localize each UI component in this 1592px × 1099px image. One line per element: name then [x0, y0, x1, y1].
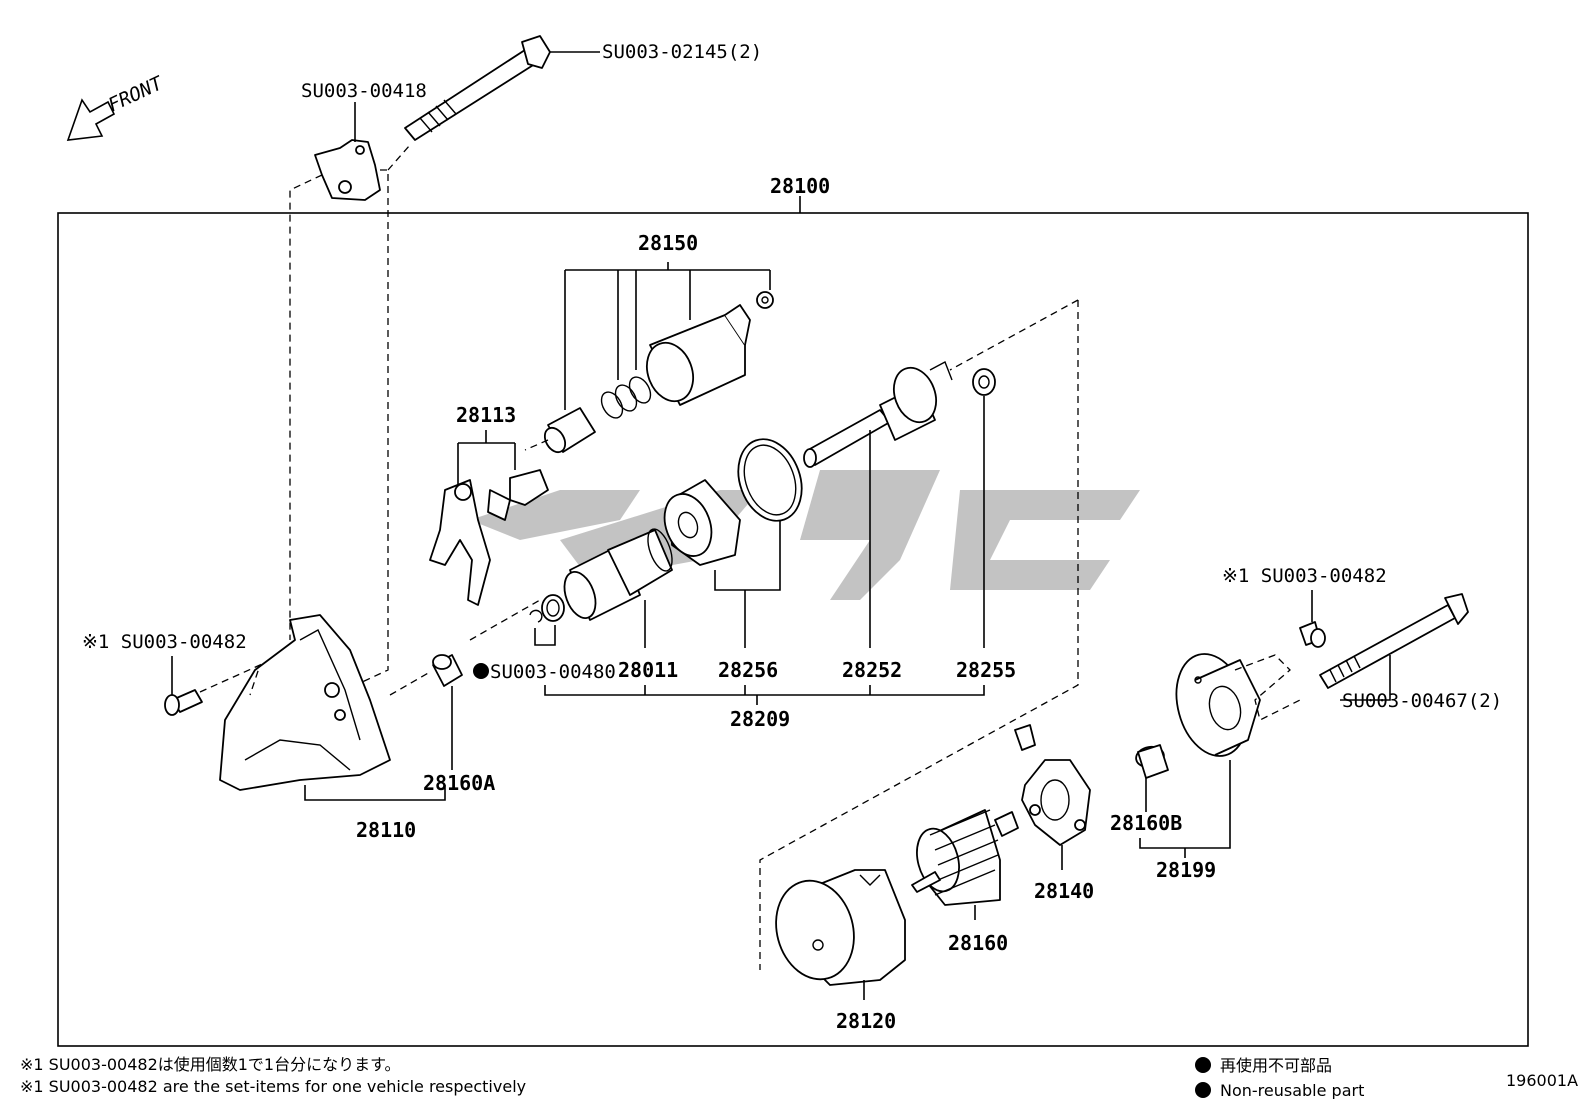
springs: [600, 376, 652, 419]
callout-28110: 28110: [356, 818, 416, 842]
callout-28199: 28199: [1156, 858, 1216, 882]
callout-28160: 28160: [948, 931, 1008, 955]
callout-28209: 28209: [730, 707, 790, 731]
callout-28160b: 28160B: [1110, 811, 1182, 835]
callout-su003-00482-right: ※1 SU003-00482: [1222, 565, 1387, 587]
output-shaft: [803, 361, 953, 468]
callout-28120: 28120: [836, 1009, 896, 1033]
internal-gear-ring: [737, 438, 803, 522]
callout-28256: 28256: [718, 658, 778, 682]
callout-28255: 28255: [956, 658, 1016, 682]
callout-28100: 28100: [770, 174, 830, 198]
front-arrow-icon: [66, 98, 116, 141]
callout-28160a: 28160A: [423, 771, 495, 795]
legend-marker-icon-2: [1195, 1082, 1211, 1098]
rear-bushing: [1135, 744, 1169, 779]
bracket: [314, 139, 381, 201]
brush-holder: [1014, 724, 1091, 846]
front-bushing: [432, 654, 463, 687]
screw-right: [1299, 621, 1326, 648]
callout-su003-00482-left: ※1 SU003-00482: [82, 631, 247, 653]
top-bolt: [404, 35, 551, 141]
callout-su003-00480: SU003-00480: [490, 661, 616, 683]
steel-ball: [972, 368, 996, 396]
callout-su003-00467: SU003-00467(2): [1342, 690, 1502, 712]
callout-28140: 28140: [1034, 879, 1094, 903]
overrunning-clutch: [563, 528, 673, 621]
rear-cover: [1175, 653, 1261, 757]
diagram-code: 196001A: [1506, 1071, 1578, 1090]
shift-lever: [429, 469, 549, 606]
through-bolt: [1319, 593, 1469, 689]
callout-28113: 28113: [456, 403, 516, 427]
plunger: [543, 407, 596, 454]
non-reusable-marker: [473, 663, 489, 679]
front-label: FRONT: [105, 72, 168, 117]
callout-28252: 28252: [842, 658, 902, 682]
screw-left: [164, 689, 203, 716]
assembly-frame: [57, 212, 1529, 1047]
stop-ring: [541, 594, 565, 622]
footnote-en: ※1 SU003-00482 are the set-items for one…: [20, 1077, 526, 1096]
footnote-jp: ※1 SU003-00482は使用個数1で1台分になります。: [20, 1055, 401, 1074]
callout-28011: 28011: [618, 658, 678, 682]
callout-28150: 28150: [638, 231, 698, 255]
legend-marker-icon: [1195, 1057, 1211, 1073]
callout-su003-02145: SU003-02145(2): [602, 41, 762, 63]
legend-en: Non-reusable part: [1220, 1081, 1364, 1099]
planetary-gear-set: [663, 479, 741, 566]
armature: [911, 809, 1019, 906]
legend-jp: 再使用不可部品: [1220, 1056, 1332, 1075]
callout-su003-00418: SU003-00418: [301, 80, 427, 102]
yoke: [775, 869, 906, 986]
solenoid-switch: [646, 291, 774, 406]
front-housing: [219, 614, 391, 791]
